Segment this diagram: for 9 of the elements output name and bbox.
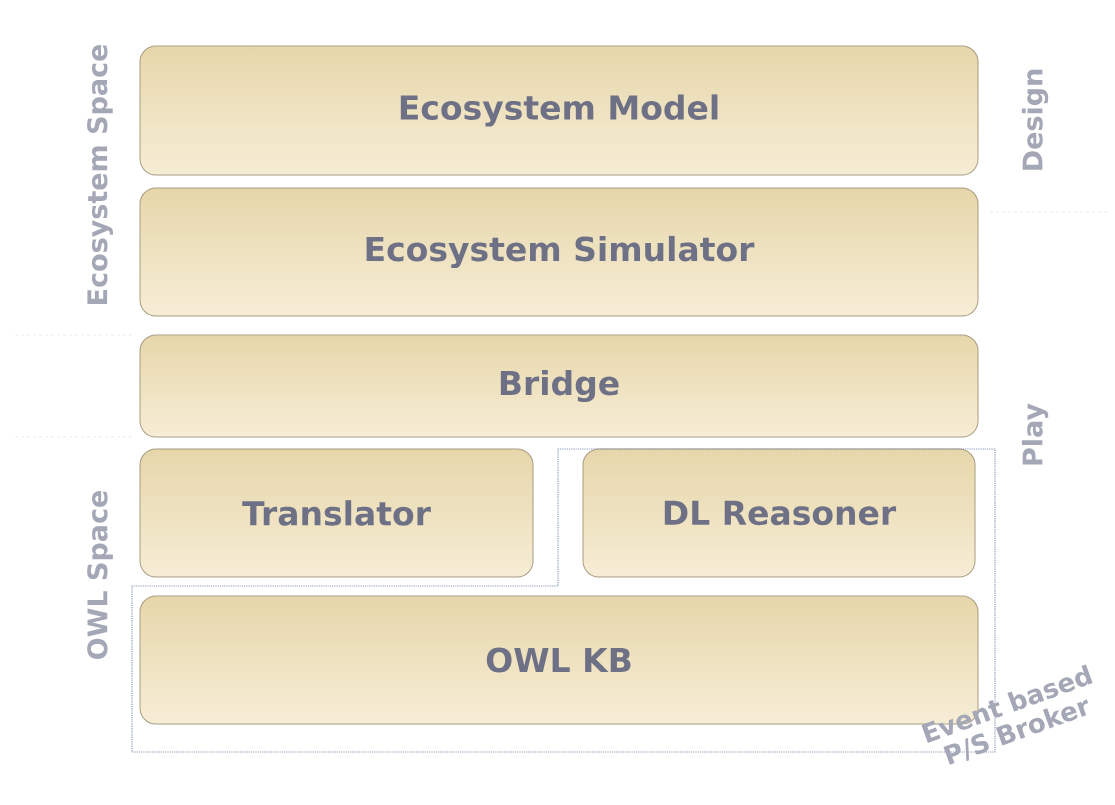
side-label: OWL Space bbox=[87, 491, 113, 659]
side-label: Design bbox=[1021, 69, 1049, 170]
side-label: Play bbox=[1021, 403, 1049, 465]
layer-box: DL Reasoner bbox=[582, 448, 976, 578]
layer-box: Bridge bbox=[139, 334, 979, 438]
layer-box: Ecosystem Simulator bbox=[139, 187, 979, 317]
layer-box: Translator bbox=[139, 448, 534, 578]
side-label: Ecosystem Space bbox=[87, 44, 113, 304]
layer-box: Ecosystem Model bbox=[139, 45, 979, 176]
